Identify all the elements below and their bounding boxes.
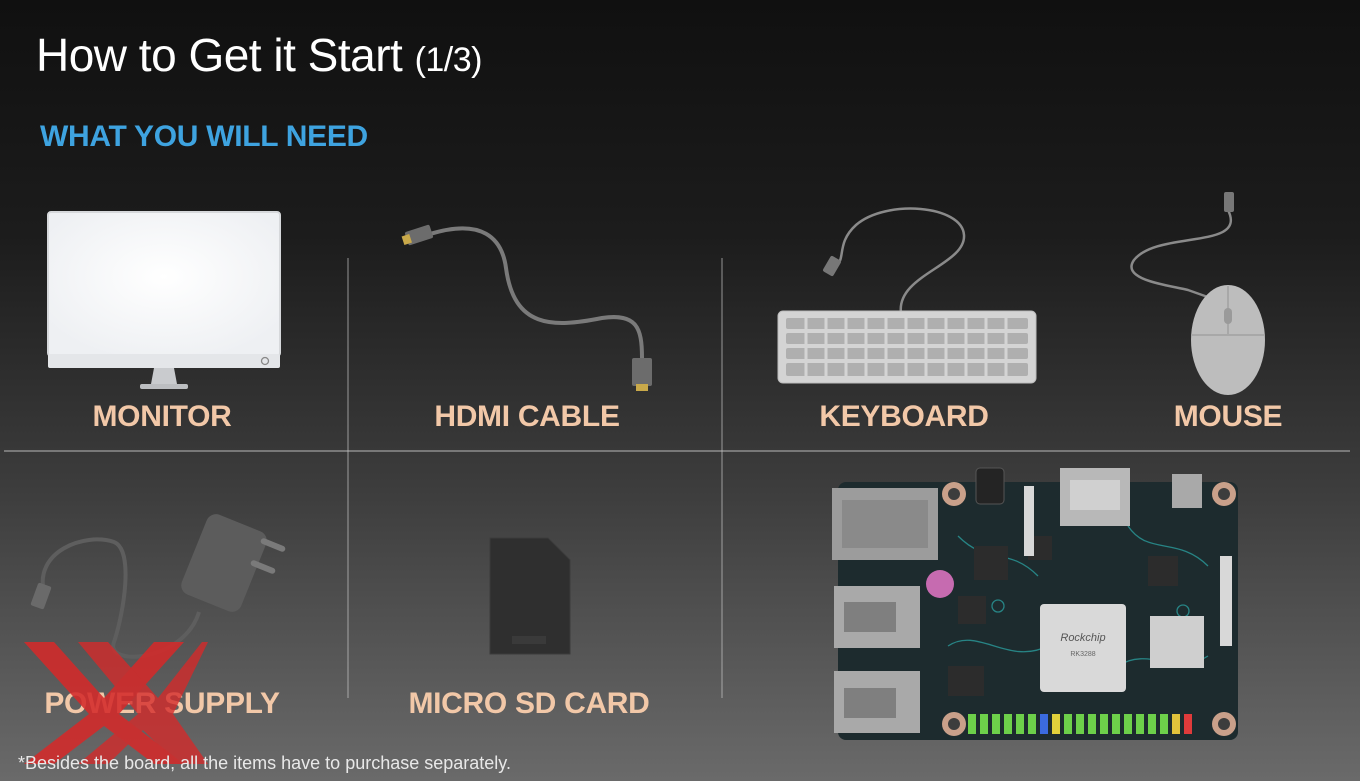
keyboard-icon: [777, 207, 1037, 384]
slide-title-suffix: (1/3): [414, 41, 483, 79]
footnote: *Besides the board, all the items have t…: [18, 753, 511, 773]
mouse-icon: [1130, 192, 1265, 395]
label-monitor: MONITOR: [92, 400, 232, 433]
board-image: Rockchip RK3288: [832, 467, 1238, 740]
slide-title-text: How to Get it Start: [36, 29, 403, 81]
hdmi-cable-icon: [401, 224, 652, 391]
grid-divider-vertical-2: [721, 258, 723, 698]
label-keyboard: KEYBOARD: [819, 400, 989, 433]
slide-subtitle: WHAT YOU WILL NEED: [40, 120, 368, 153]
watermark-logo: [24, 642, 208, 764]
micro-sd-card-icon: [489, 537, 571, 655]
label-micro-sd-card: MICRO SD CARD: [408, 687, 650, 720]
grid-divider-vertical-1: [347, 258, 349, 698]
label-mouse: MOUSE: [1173, 400, 1283, 433]
board-chip-text: Rockchip: [1060, 632, 1105, 644]
label-hdmi-cable: HDMI CABLE: [434, 400, 620, 433]
power-supply-icon: [30, 514, 286, 659]
monitor-icon: [47, 211, 281, 389]
grid-divider-horizontal: [4, 450, 1350, 452]
board-chip-model: RK3288: [1070, 651, 1095, 658]
slide-title: How to Get it Start (1/3): [36, 28, 483, 82]
